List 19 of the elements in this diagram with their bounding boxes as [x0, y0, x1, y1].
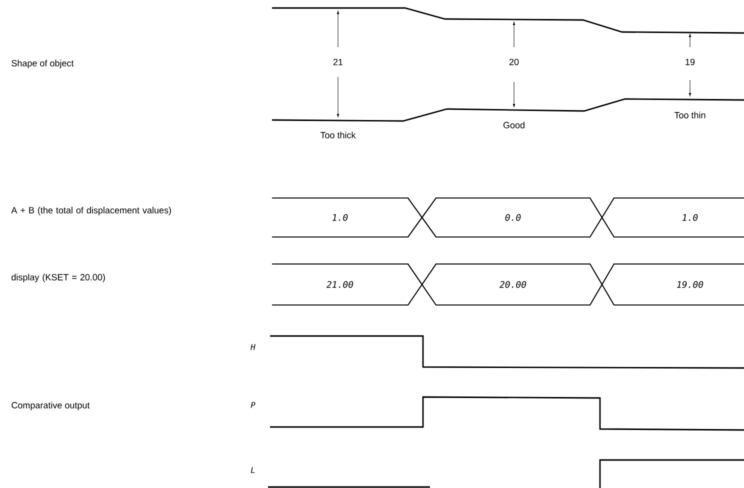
dimension-value: 20: [509, 58, 519, 66]
display-value-segment: 19.00: [601, 263, 744, 306]
state-label: Too thin: [674, 112, 706, 118]
row-label: Shape of object: [12, 60, 74, 68]
signal-name: L: [250, 467, 255, 473]
state-label: Good: [503, 122, 524, 128]
display-value-segment: 1.0: [601, 197, 744, 238]
display-value-segment: 1.0: [272, 197, 423, 238]
dimension-value: 21: [333, 58, 343, 66]
display-value-segment: 21.00: [272, 263, 423, 306]
row-label: display (KSET = 20.00): [12, 274, 105, 282]
display-value-segment: 0.0: [421, 197, 603, 238]
signal-name: P: [250, 402, 256, 408]
display-value-segment: 20.00: [421, 263, 603, 306]
state-label: Too thick: [320, 132, 356, 138]
row-label: Comparative output: [12, 402, 90, 410]
row-label: A + B (the total of displacement values): [11, 206, 171, 216]
signal-name: H: [250, 344, 256, 350]
dimension-value: 19: [686, 58, 695, 66]
